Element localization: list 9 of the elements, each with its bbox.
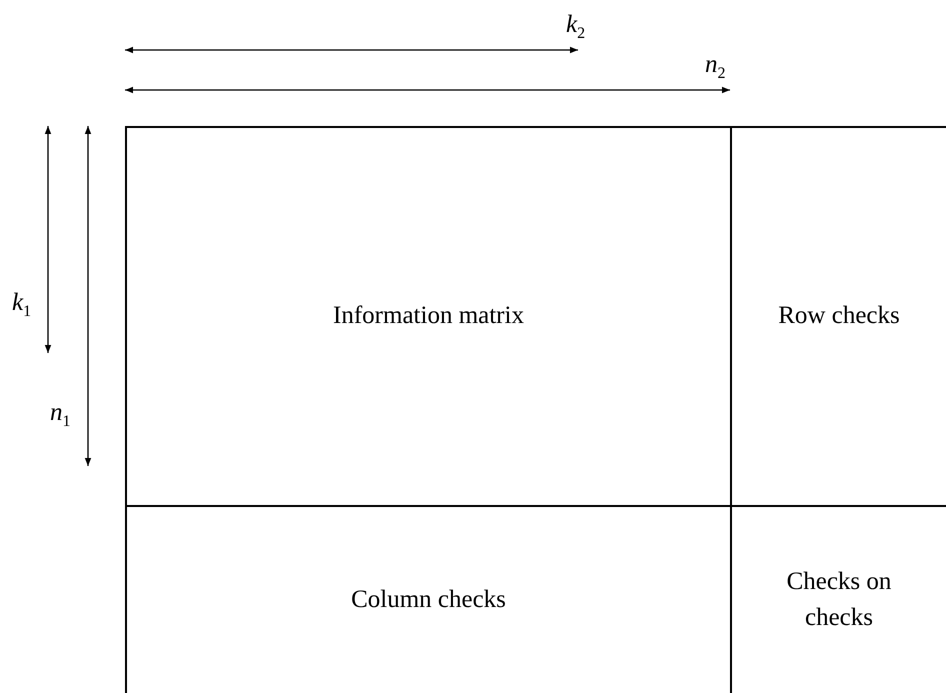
block-label: Row checks bbox=[778, 301, 900, 332]
block-label: Column checks bbox=[351, 584, 506, 615]
dimension-label: n$_{2}$ bbox=[705, 52, 726, 82]
block-label: Checks on checks bbox=[786, 566, 892, 633]
matrix-block bbox=[125, 126, 732, 507]
block-label: Information matrix bbox=[333, 301, 524, 332]
dimension-label: k$_{2}$ bbox=[566, 12, 586, 42]
dimension-label: k$_{1}$ bbox=[12, 290, 32, 320]
dimension-label: n$_{1}$ bbox=[50, 400, 70, 430]
